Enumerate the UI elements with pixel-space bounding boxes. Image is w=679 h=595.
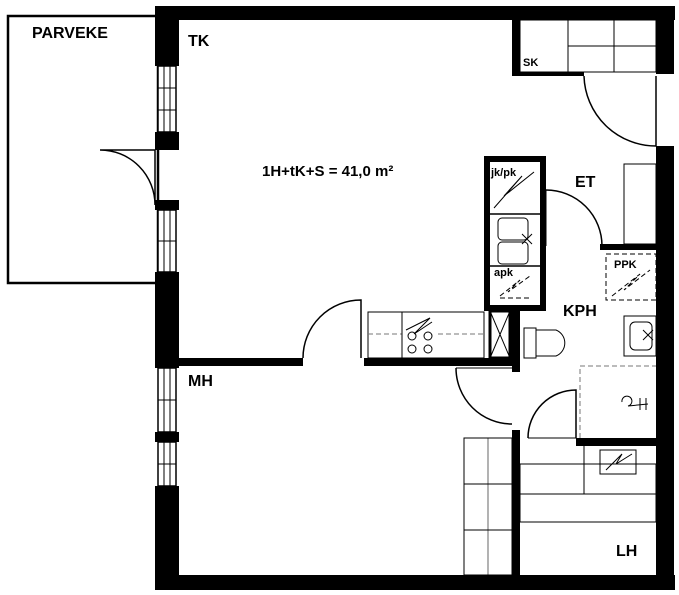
room-label-et: ET [575, 174, 596, 191]
label-apk: apk [494, 267, 514, 279]
windows [157, 65, 177, 487]
room-label-parveke: PARVEKE [32, 25, 108, 42]
window-mh-lower [157, 441, 177, 487]
bathroom-fixtures [523, 253, 657, 438]
appliance-column [490, 171, 540, 299]
label-ppk: PPK [614, 259, 637, 271]
interior-walls [179, 20, 656, 576]
storage-sk [519, 19, 657, 73]
room-label-tk: TK [188, 33, 210, 50]
room-label-kph: KPH [563, 303, 597, 320]
room-label-mh: MH [188, 373, 213, 390]
room-label-sk: SK [523, 57, 538, 69]
lh-fixtures [519, 446, 657, 523]
balcony-door [99, 149, 156, 206]
kitchen-counter [367, 309, 512, 360]
window-mh-upper [157, 367, 177, 433]
area-summary: 1H+tK+S = 41,0 m² [262, 163, 393, 180]
et-closet [623, 163, 657, 245]
label-jkpk: jk/pk [490, 167, 517, 179]
doors [302, 75, 657, 439]
window-tk-lower [157, 209, 177, 273]
room-label-lh: LH [616, 543, 637, 560]
exterior-walls [155, 6, 675, 590]
window-tk [157, 65, 177, 133]
mh-wardrobe [463, 437, 513, 576]
